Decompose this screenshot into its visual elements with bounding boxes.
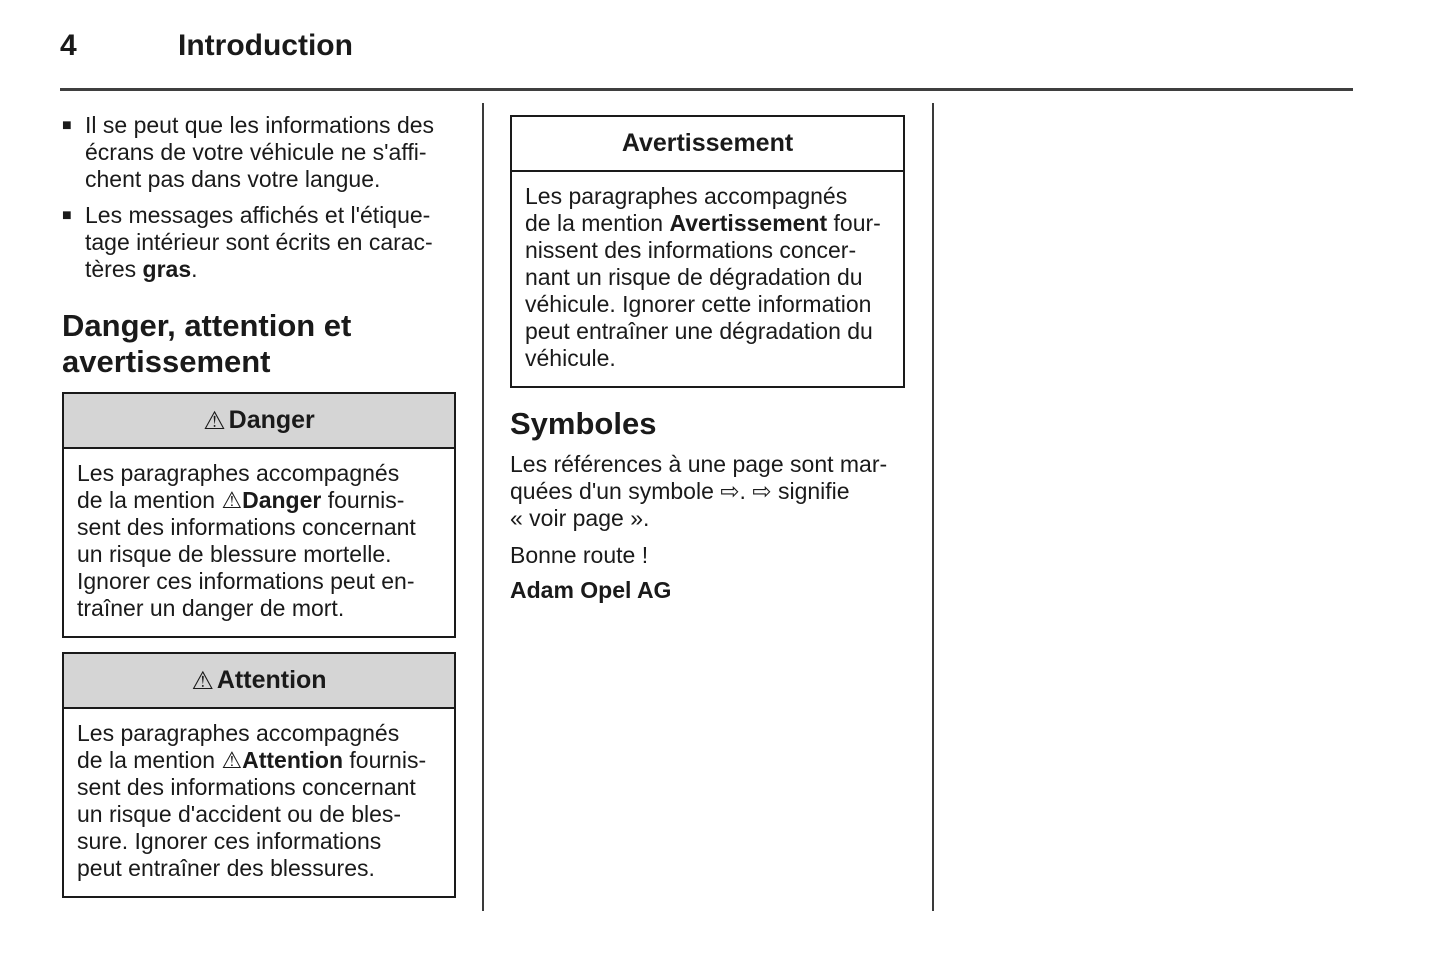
warning-triangle-icon: ⚠ — [203, 406, 226, 435]
list-item: ■ Les messages affichés et l'étique- tag… — [62, 202, 456, 283]
bullet-square-icon: ■ — [62, 207, 72, 224]
bullet-text: Les messages affichés et l'étique- tage … — [85, 202, 433, 282]
attention-box-body: Les paragraphes accompagnés de la mentio… — [77, 720, 427, 881]
warning-triangle-icon: ⚠ — [191, 666, 214, 695]
attention-box-title: Attention — [216, 666, 327, 694]
column-separator-right — [932, 103, 934, 911]
avertissement-box: Avertissement Les paragraphes accompagné… — [510, 115, 905, 388]
danger-box-title: Danger — [228, 406, 315, 434]
section-heading-danger-attention: Danger, attention et avertissement — [62, 308, 352, 379]
danger-box-header: ⚠ Danger — [64, 394, 454, 449]
attention-box: ⚠ Attention Les paragraphes accompagnés … — [62, 652, 456, 898]
danger-box: ⚠ Danger Les paragraphes accompagnés de … — [62, 392, 456, 638]
column-left: ■ Il se peut que les informations des éc… — [62, 112, 456, 898]
list-item: ■ Il se peut que les informations des éc… — [62, 112, 456, 193]
attention-box-header: ⚠ Attention — [64, 654, 454, 709]
avertissement-box-body: Les paragraphes accompagnés de la mentio… — [525, 183, 881, 371]
page-number: 4 — [60, 29, 77, 62]
closing-line: Bonne route ! — [510, 542, 649, 568]
bullet-text: Il se peut que les informations des écra… — [85, 112, 435, 192]
avertissement-box-header: Avertissement — [512, 117, 903, 172]
avertissement-box-title: Avertissement — [621, 129, 794, 157]
danger-box-body: Les paragraphes accompagnés de la mentio… — [77, 460, 416, 621]
symbols-paragraph: Les références à une page sont mar- quée… — [510, 451, 888, 531]
header-rule — [60, 88, 1353, 91]
bullet-square-icon: ■ — [62, 117, 72, 134]
column-middle: Avertissement Les paragraphes accompagné… — [510, 112, 905, 604]
column-separator-left — [482, 103, 484, 911]
page-title: Introduction — [178, 29, 353, 62]
section-heading-symboles: Symboles — [510, 406, 657, 441]
signature: Adam Opel AG — [510, 577, 672, 603]
